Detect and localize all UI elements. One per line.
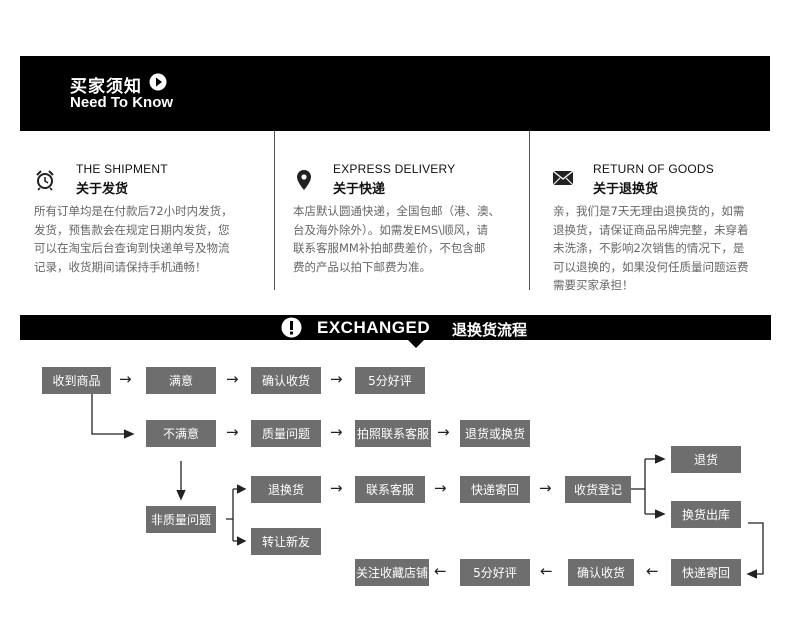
step-ship-back-2: 快递寄回: [671, 559, 741, 586]
arrow-right-icon: →: [226, 370, 239, 388]
step-photo-contact-service: 拍照联系客服: [355, 420, 431, 447]
step-five-star-review-2: 5分好评: [460, 559, 530, 586]
arrow-right-icon: →: [119, 370, 132, 388]
arrow-left-icon: ←: [646, 562, 659, 580]
banner-title-en: Need To Know: [70, 94, 174, 111]
arrow-right-icon: →: [437, 423, 450, 441]
step-return-exchange: 退换货: [251, 476, 321, 503]
step-confirm-receipt-2: 确认收货: [568, 559, 634, 586]
shipment-description: 所有订单均是在付款后72小时内发货， 发货，预售款会在规定日期内发货，您 可以在…: [34, 204, 233, 274]
arrow-right-icon: →: [330, 370, 343, 388]
bar-pointer: [408, 340, 424, 348]
arrow-right-icon: →: [226, 423, 239, 441]
exchange-title-cn: 退换货流程: [452, 321, 528, 339]
step-confirm-receipt: 确认收货: [251, 367, 321, 394]
return-title-en: RETURN OF GOODS: [593, 162, 715, 176]
arrow-left-icon: ←: [540, 562, 553, 580]
map-pin-icon: [297, 170, 311, 190]
column-divider: [274, 131, 275, 290]
step-unsatisfied: 不满意: [146, 420, 216, 447]
shipment-title-en: THE SHIPMENT: [76, 162, 168, 176]
banner-title-cn: 买家须知: [70, 77, 142, 97]
arrow-right-icon: →: [539, 479, 552, 497]
step-non-quality-issue: 非质量问题: [146, 506, 216, 533]
exchange-title-en: EXCHANGED: [317, 318, 431, 337]
step-receive-goods: 收到商品: [42, 367, 111, 394]
arrow-right-icon: →: [330, 423, 343, 441]
shipment-column: THE SHIPMENT 关于发货 所有订单均是在付款后72小时内发货， 发货，…: [20, 131, 274, 291]
column-divider: [529, 131, 530, 290]
express-description: 本店默认圆通快递，全国包邮（港、澳、 台及海外除外）。如需发EMS\顺风，请 联…: [293, 204, 500, 274]
step-exchange-outbound: 换货出库: [671, 501, 741, 528]
step-contact-service: 联系客服: [355, 476, 425, 503]
express-delivery-column: EXPRESS DELIVERY 关于快递 本店默认圆通快递，全国包邮（港、澳、…: [275, 131, 529, 291]
arrow-right-icon: →: [434, 479, 447, 497]
step-receipt-registration: 收货登记: [565, 476, 631, 503]
step-follow-favorite-store: 关注收藏店铺: [355, 559, 429, 586]
arrow-right-icon: →: [330, 479, 343, 497]
step-satisfied: 满意: [146, 367, 216, 394]
envelope-icon: [552, 170, 574, 186]
express-title-cn: 关于快递: [333, 182, 386, 197]
return-title-cn: 关于退换货: [593, 182, 659, 197]
exchange-process-bar: EXCHANGED 退换货流程: [20, 315, 771, 340]
play-circle-icon: [149, 73, 167, 91]
need-to-know-banner: 买家须知 Need To Know: [20, 56, 770, 131]
step-return-goods: 退货: [671, 446, 741, 473]
step-ship-back: 快递寄回: [460, 476, 530, 503]
return-description: 亲，我们是7天无理由退换货的，如需 退换货，请保证商品吊牌完整，未穿着 未洗涤，…: [553, 204, 749, 292]
express-title-en: EXPRESS DELIVERY: [333, 162, 456, 176]
exclamation-circle-icon: [281, 317, 302, 338]
step-transfer-to-friend: 转让新友: [251, 528, 321, 555]
step-five-star-review: 5分好评: [355, 367, 425, 394]
alarm-clock-icon: [36, 170, 54, 191]
arrow-left-icon: ←: [434, 562, 447, 580]
step-quality-issue: 质量问题: [251, 420, 321, 447]
step-return-or-exchange: 退货或换货: [460, 420, 530, 447]
return-goods-column: RETURN OF GOODS 关于退换货 亲，我们是7天无理由退换货的，如需 …: [530, 131, 770, 292]
shipment-title-cn: 关于发货: [76, 182, 129, 197]
